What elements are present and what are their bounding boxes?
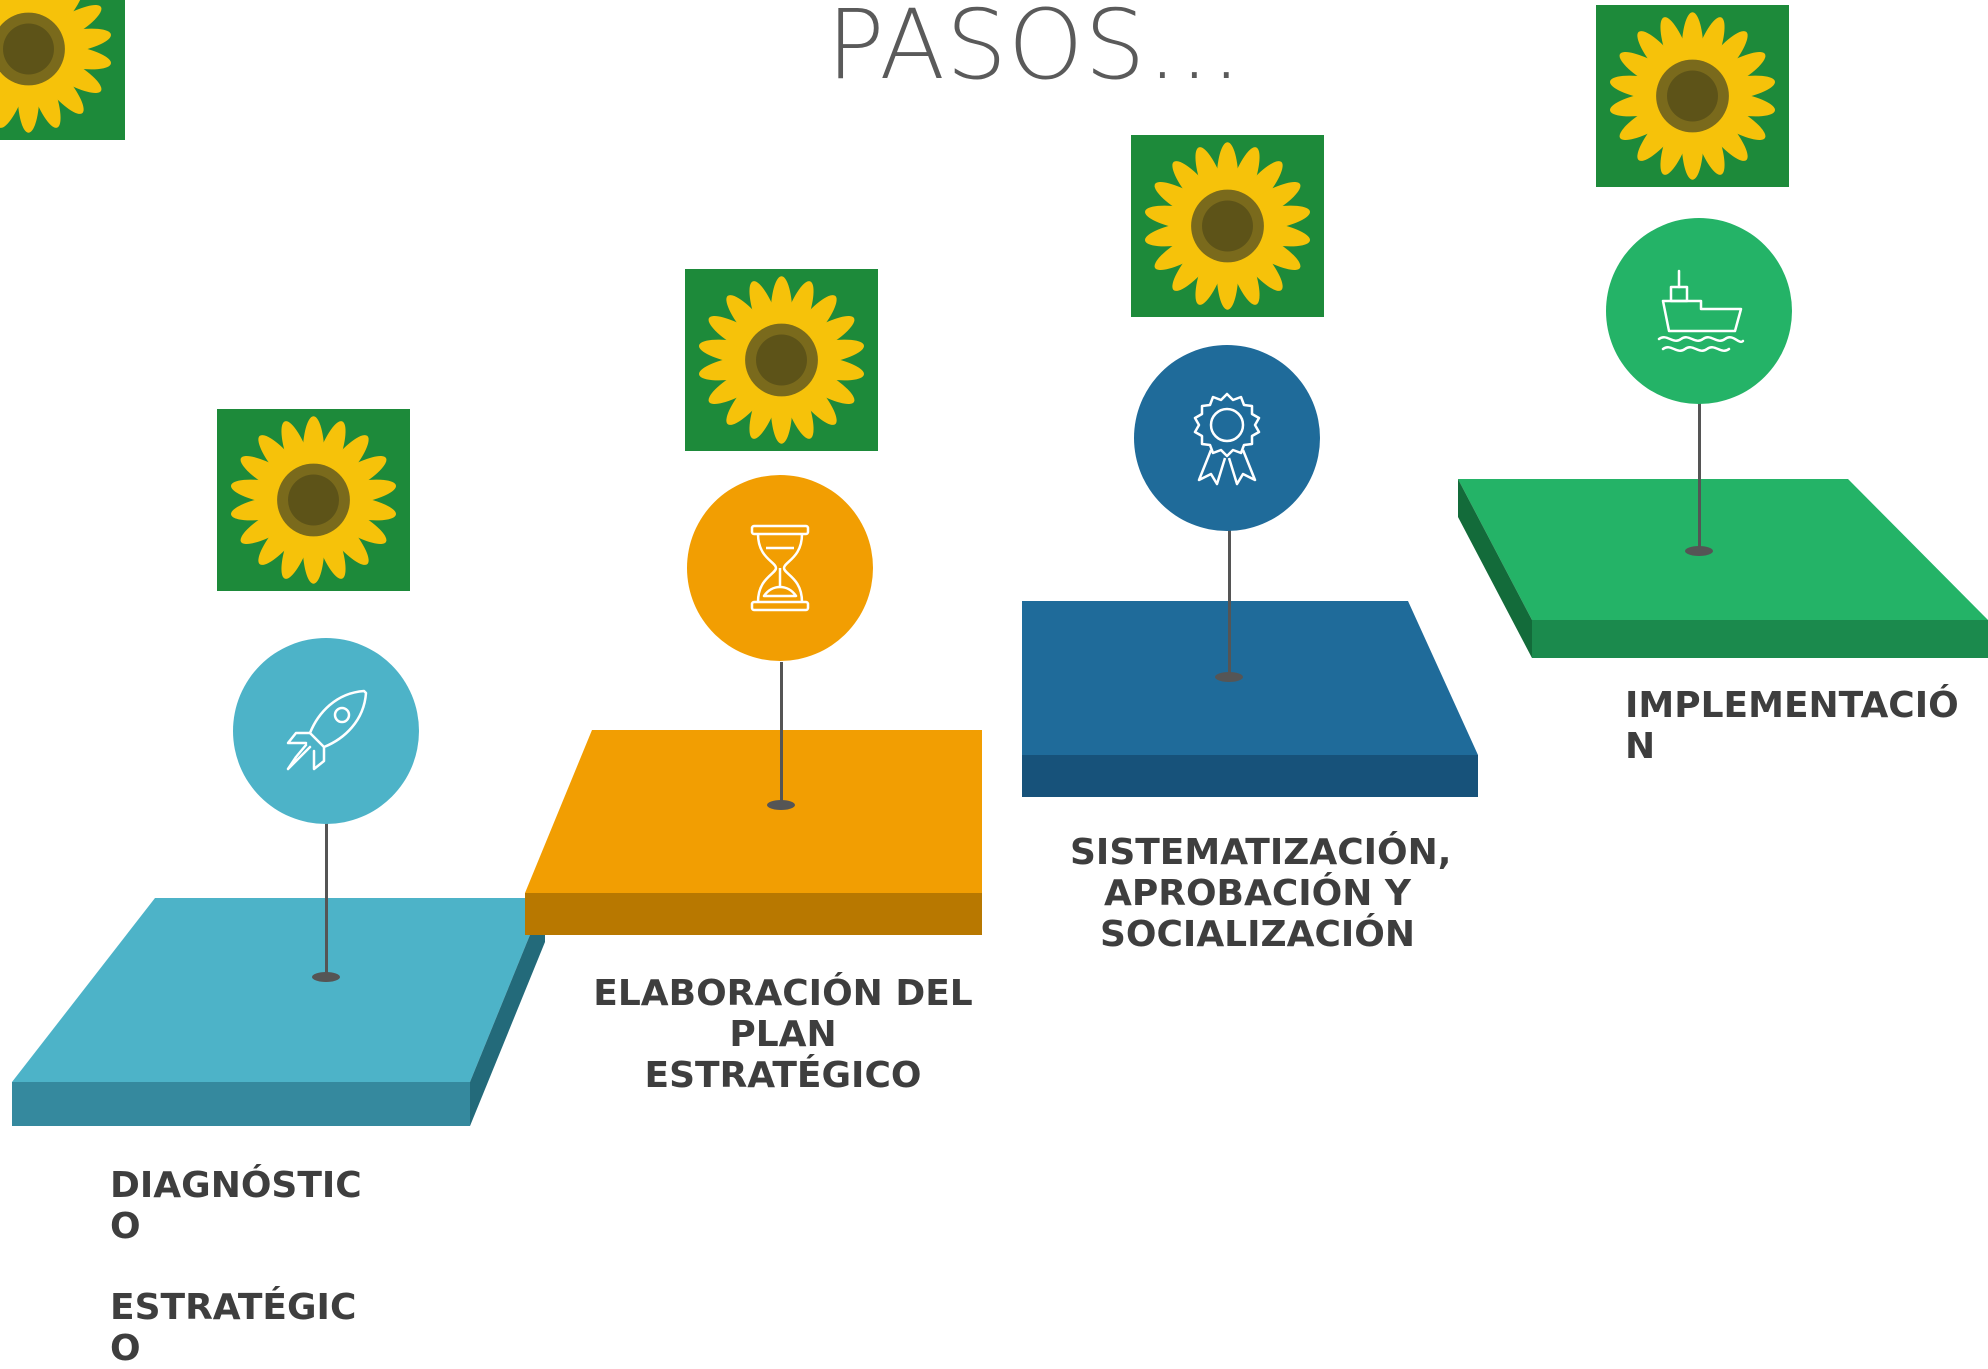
step-1-label-line: O [110,1206,141,1247]
connector-pin [767,800,795,810]
platform-step-1 [12,898,545,1126]
rocket-icon [286,689,368,771]
page-title: PASOS… [826,0,1244,101]
sunflower-image [685,269,878,451]
step-1-label-line: DIAGNÓSTIC [110,1165,362,1206]
step-1-circle [233,638,419,824]
connector-line [780,662,783,804]
platform-step-3 [1022,601,1478,797]
step-3-label: SISTEMATIZACIÓN, APROBACIÓN Y SOCIALIZAC… [1070,832,1452,955]
connector-line [1228,529,1231,676]
award-ribbon-icon [1193,392,1261,486]
step-4-label-line: N [1625,726,1656,767]
platform-step-4 [1458,479,1988,658]
step-1-label-line: ESTRATÉGIC [110,1287,357,1328]
step-4-label-line: IMPLEMENTACIÓ [1625,685,1959,726]
ship-icon [1657,269,1745,352]
step-4-label: IMPLEMENTACIÓ N [1625,685,1959,767]
step-3-circle [1134,345,1320,531]
step-3-label-line: APROBACIÓN Y [1103,873,1412,914]
step-3-label-line: SISTEMATIZACIÓN, [1070,832,1452,873]
step-1-label: DIAGNÓSTIC O ESTRATÉGIC O [110,1165,362,1369]
step-1-label-line: O [110,1328,141,1369]
step-4-circle [1606,218,1792,404]
sunflower-image [1131,135,1324,317]
connector-line [325,822,328,976]
connector-pin [1685,546,1713,556]
sunflower-image [217,409,410,591]
step-2-label-line: ELABORACIÓN DEL [593,973,973,1014]
connector-line [1698,402,1701,550]
platform-step-2 [525,730,982,935]
connector-pin [312,972,340,982]
step-2-label-line: PLAN ESTRATÉGICO [644,1014,922,1096]
step-2-circle [687,475,873,661]
sunflower-image [1596,5,1789,187]
step-2-label: ELABORACIÓN DEL PLAN ESTRATÉGICO [593,973,973,1096]
connector-pin [1215,672,1243,682]
step-3-label-line: SOCIALIZACIÓN [1099,914,1416,955]
hourglass-icon [750,524,810,612]
sunflower-image [0,0,125,140]
